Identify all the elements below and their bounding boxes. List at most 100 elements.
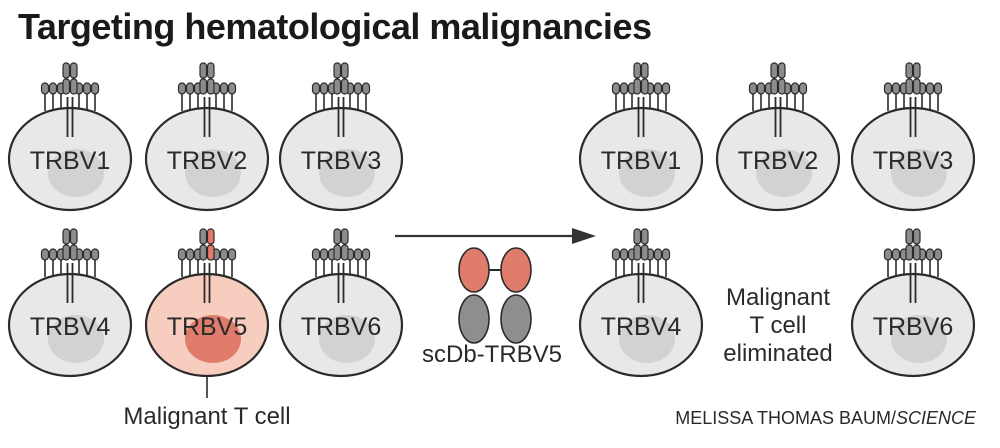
tcr-domain bbox=[912, 228, 921, 245]
cell-label: TRBV1 bbox=[601, 147, 682, 175]
receptor-head bbox=[185, 82, 195, 95]
tcr-domain bbox=[640, 228, 649, 245]
cell-nucleus bbox=[48, 315, 104, 363]
cell-nucleus bbox=[891, 315, 947, 363]
t-cell: TRBV1 bbox=[578, 62, 704, 212]
receptor-head bbox=[219, 248, 229, 261]
receptor-head bbox=[353, 248, 363, 261]
figure-title: Targeting hematological malignancies bbox=[18, 6, 652, 47]
tcr-domain bbox=[62, 62, 71, 79]
tcr-domain bbox=[69, 78, 78, 95]
tcr-domain bbox=[69, 228, 78, 245]
receptor-head bbox=[361, 248, 371, 261]
receptor-head bbox=[661, 82, 671, 95]
tcr-domain bbox=[199, 78, 208, 95]
t-cell: TRBV2 bbox=[715, 62, 841, 212]
tcr-domain bbox=[905, 62, 914, 79]
antibody-domain bbox=[458, 247, 490, 293]
receptor-head bbox=[185, 248, 195, 261]
antibody-domain bbox=[500, 294, 532, 344]
tcr-domain bbox=[340, 62, 349, 79]
credit-source: SCIENCE bbox=[896, 408, 977, 428]
receptor-head bbox=[40, 248, 50, 261]
cell-label: TRBV5 bbox=[167, 313, 248, 341]
tcr-domain bbox=[633, 62, 642, 79]
antibody-domain bbox=[500, 247, 532, 293]
cell-nucleus bbox=[319, 149, 375, 197]
eliminated-label-line: T cell bbox=[750, 312, 807, 339]
cell-nucleus bbox=[185, 315, 241, 363]
tcr-domain bbox=[340, 78, 349, 95]
receptor-head bbox=[933, 82, 943, 95]
receptor-head bbox=[925, 248, 935, 261]
tcr-domain bbox=[340, 228, 349, 245]
tcr-domain bbox=[905, 78, 914, 95]
receptor-head bbox=[756, 82, 766, 95]
tcr-domain bbox=[905, 228, 914, 245]
tcr-domain bbox=[770, 78, 779, 95]
receptor-head bbox=[619, 82, 629, 95]
tcr-domain bbox=[633, 228, 642, 245]
arrow-head bbox=[572, 228, 596, 244]
tcr-domain bbox=[640, 244, 649, 261]
credit-author: MELISSA THOMAS BAUM/ bbox=[675, 408, 896, 428]
receptor-head bbox=[883, 82, 893, 95]
tcr-domain bbox=[777, 78, 786, 95]
receptor-head bbox=[82, 82, 92, 95]
receptor-head bbox=[40, 82, 50, 95]
antibody-domain bbox=[458, 294, 490, 344]
tcr-domain bbox=[905, 244, 914, 261]
tcr-domain bbox=[633, 244, 642, 261]
tcr-domain bbox=[777, 62, 786, 79]
treatment-label: scDb-TRBV5 bbox=[422, 341, 562, 368]
tcr-domain bbox=[912, 62, 921, 79]
tcr-domain bbox=[770, 62, 779, 79]
t-cell: TRBV6 bbox=[850, 228, 976, 378]
cell-label: TRBV2 bbox=[167, 147, 248, 175]
receptor-head bbox=[311, 248, 321, 261]
image-credit: MELISSA THOMAS BAUM/SCIENCE bbox=[675, 408, 977, 428]
receptor-head bbox=[790, 82, 800, 95]
receptor-head bbox=[748, 82, 758, 95]
receptor-head bbox=[653, 82, 663, 95]
receptor-head bbox=[798, 82, 808, 95]
tcr-domain bbox=[62, 78, 71, 95]
cell-nucleus bbox=[891, 149, 947, 197]
tcr-domain bbox=[62, 244, 71, 261]
receptor-head bbox=[319, 248, 329, 261]
receptor-head bbox=[933, 248, 943, 261]
tcr-domain bbox=[206, 78, 215, 95]
receptor-head bbox=[653, 248, 663, 261]
tcr-domain bbox=[69, 62, 78, 79]
receptor-head bbox=[48, 248, 58, 261]
receptor-head bbox=[227, 248, 237, 261]
tcr-domain bbox=[340, 244, 349, 261]
tcr-domain bbox=[62, 228, 71, 245]
t-cell: TRBV2 bbox=[144, 62, 270, 212]
receptor-head bbox=[891, 82, 901, 95]
receptor-head bbox=[48, 82, 58, 95]
cell-label: TRBV1 bbox=[30, 147, 111, 175]
cell-label: TRBV3 bbox=[873, 147, 954, 175]
tcr-domain bbox=[206, 244, 215, 261]
tcr-domain bbox=[333, 228, 342, 245]
cell-label: TRBV6 bbox=[301, 313, 382, 341]
malignant-cell-label: Malignant T cell bbox=[123, 403, 290, 430]
cell-label: TRBV2 bbox=[738, 147, 819, 175]
receptor-head bbox=[891, 248, 901, 261]
tcr-domain bbox=[912, 244, 921, 261]
tcr-domain bbox=[633, 78, 642, 95]
malignant-t-cell: TRBV5 bbox=[144, 228, 270, 378]
cell-label: TRBV4 bbox=[601, 313, 682, 341]
receptor-head bbox=[177, 82, 187, 95]
cell-nucleus bbox=[619, 315, 675, 363]
cell-label: TRBV6 bbox=[873, 313, 954, 341]
t-cell: TRBV1 bbox=[7, 62, 133, 212]
receptor-head bbox=[90, 248, 100, 261]
tcr-domain bbox=[912, 78, 921, 95]
t-cell: TRBV6 bbox=[278, 228, 404, 378]
receptor-head bbox=[883, 248, 893, 261]
receptor-head bbox=[82, 248, 92, 261]
